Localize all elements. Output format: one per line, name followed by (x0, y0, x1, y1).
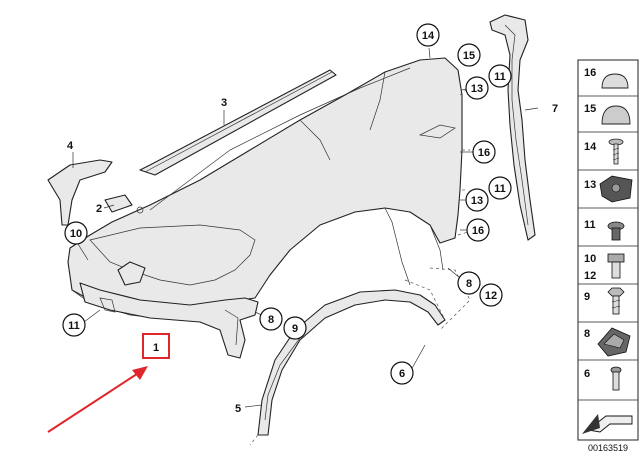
part-4-bracket (47, 159, 113, 226)
legend-label-10: 10 (584, 253, 596, 265)
callout-16-lower: 16 (466, 218, 490, 242)
callout-8-right: 8 (457, 271, 481, 295)
legend-label-11: 11 (584, 219, 596, 231)
highlight-part-1-label: 1 (153, 342, 159, 354)
part-1-bracket (79, 282, 259, 359)
callout-14: 14 (416, 23, 440, 47)
red-arrow-icon (47, 366, 148, 433)
callout-8-middle-label: 8 (268, 314, 274, 326)
dome-cap-icon (601, 105, 631, 125)
callout-16-upper-label: 16 (478, 147, 490, 159)
callout-12-label: 12 (485, 290, 497, 302)
fender-part (67, 57, 463, 321)
callout-9-label: 9 (292, 323, 298, 335)
callout-15-label: 15 (463, 50, 475, 62)
label-4: 4 (67, 140, 74, 152)
callout-6-label: 6 (399, 368, 405, 380)
callout-12: 12 (479, 283, 503, 307)
expansion-nut-icon (607, 253, 625, 279)
callout-10-label: 10 (70, 228, 82, 240)
callout-16-lower-label: 16 (472, 225, 484, 237)
callout-11-middle: 11 (488, 176, 512, 200)
callout-13-lower: 13 (465, 188, 489, 212)
callout-8-right-label: 8 (466, 278, 472, 290)
callout-11-middle-label: 11 (494, 183, 506, 195)
callout-14-label: 14 (422, 30, 435, 42)
callout-11-upper-label: 11 (494, 71, 506, 83)
nut-clip-icon (599, 175, 633, 203)
label-3: 3 (221, 97, 227, 109)
hardware-legend: 16 15 14 13 11 10 12 (577, 59, 639, 441)
legend-label-16: 16 (584, 67, 596, 79)
screw-icon (608, 138, 624, 165)
direction-arrow-icon (582, 414, 633, 434)
callout-6: 6 (390, 361, 414, 385)
part-3-strip (139, 69, 337, 176)
callout-13-upper-label: 13 (471, 83, 483, 95)
legend-label-13: 13 (584, 179, 596, 191)
label-2: 2 (96, 203, 102, 215)
callout-10: 10 (64, 221, 88, 245)
callout-13-lower-label: 13 (471, 195, 483, 207)
label-7: 7 (552, 103, 558, 115)
label-5: 5 (235, 403, 241, 415)
legend-label-15: 15 (584, 103, 596, 115)
push-rivet-icon (610, 366, 622, 391)
clip-nut-icon (597, 327, 631, 357)
callout-8-middle: 8 (259, 307, 283, 331)
spreading-rivet-icon (607, 221, 625, 241)
callout-11-left: 11 (62, 313, 86, 337)
legend-label-12: 12 (584, 270, 596, 282)
highlight-part-1: 1 (142, 333, 170, 359)
diagram-id: 00163519 (588, 443, 628, 453)
legend-label-6: 6 (584, 368, 590, 380)
callout-16-upper: 16 (472, 140, 496, 164)
callout-11-upper: 11 (488, 64, 512, 88)
part-2-cap (104, 194, 144, 214)
legend-label-14: 14 (584, 141, 597, 153)
legend-label-9: 9 (584, 291, 590, 303)
round-cap-icon (601, 73, 629, 89)
part-7-seal (489, 14, 536, 241)
callout-15: 15 (457, 43, 481, 67)
hex-bolt-icon (607, 287, 625, 315)
callout-13-upper: 13 (465, 76, 489, 100)
callout-9: 9 (283, 316, 307, 340)
callout-11-left-label: 11 (68, 320, 80, 332)
legend-label-8: 8 (584, 328, 590, 340)
